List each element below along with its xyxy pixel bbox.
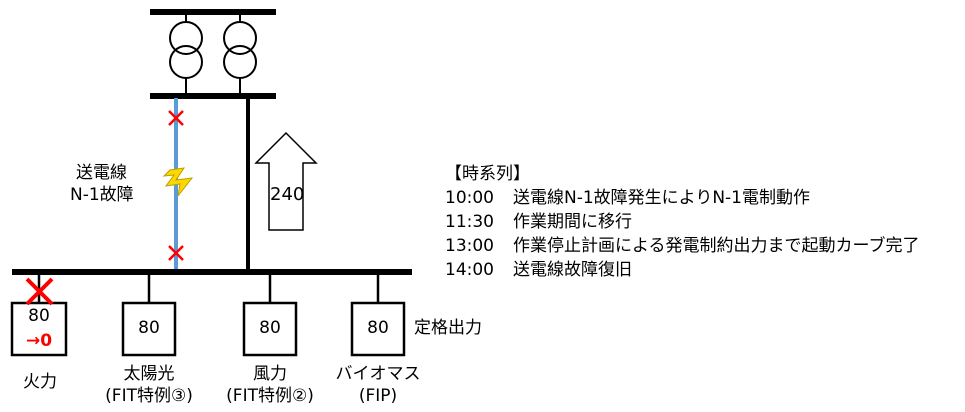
biomass-category: (FIP) [358,386,398,406]
thermal-rating: 80 [28,306,50,326]
thermal-reduced-output: →0 [25,331,53,351]
timeline-event: 11:30 作業期間に移行 [445,210,919,234]
timeline-title: 【時系列】 [445,164,530,184]
wind-category: (FIT特例②) [226,386,314,406]
event-text: 作業期間に移行 [513,212,632,232]
rated-output-label: 定格出力 [414,318,482,338]
breaker-open-cross-lower-icon [168,245,184,261]
breaker-open-cross-upper-icon [168,110,184,126]
solar-rating: 80 [138,318,160,338]
event-time: 14:00 [445,260,494,280]
event-text: 送電線故障復旧 [513,260,632,280]
event-text: 送電線N-1故障発生によりN-1電制動作 [513,188,810,208]
generator-box-wind [242,301,298,357]
event-time: 13:00 [445,236,494,256]
event-time: 10:00 [445,188,494,208]
timeline-event: 13:00 作業停止計画による発電制約出力まで起動カーブ完了 [445,234,919,258]
timeline: 【時系列】 10:00 送電線N-1故障発生によりN-1電制動作 11:30 作業期… [445,162,919,282]
biomass-name: バイオマス [335,364,421,384]
power-flow-value: 240 [270,184,305,205]
generator-box-solar [121,301,177,357]
event-time: 11:30 [445,212,494,232]
fault-label-line2: N-1故障 [70,185,134,205]
generator-box-biomass [350,301,406,357]
biomass-rating: 80 [367,318,389,338]
timeline-event: 10:00 送電線N-1故障発生によりN-1電制動作 [445,186,919,210]
transformer-right-icon [223,21,257,79]
transformer-left-icon [169,21,203,79]
lightning-icon [162,167,194,197]
generator-box-thermal [10,301,68,357]
fault-label-line1: 送電線 [76,163,127,183]
solar-name: 太陽光 [123,364,175,384]
solar-category: (FIT特例③) [105,386,193,406]
wind-rating: 80 [259,318,281,338]
thermal-name: 火力 [23,372,57,392]
generator-trip-cross-icon [25,277,54,306]
power-flow-arrow-icon [254,131,318,231]
event-text: 作業停止計画による発電制約出力まで起動カーブ完了 [513,236,920,256]
wind-name: 風力 [253,364,287,384]
timeline-event: 14:00 送電線故障復旧 [445,258,919,282]
